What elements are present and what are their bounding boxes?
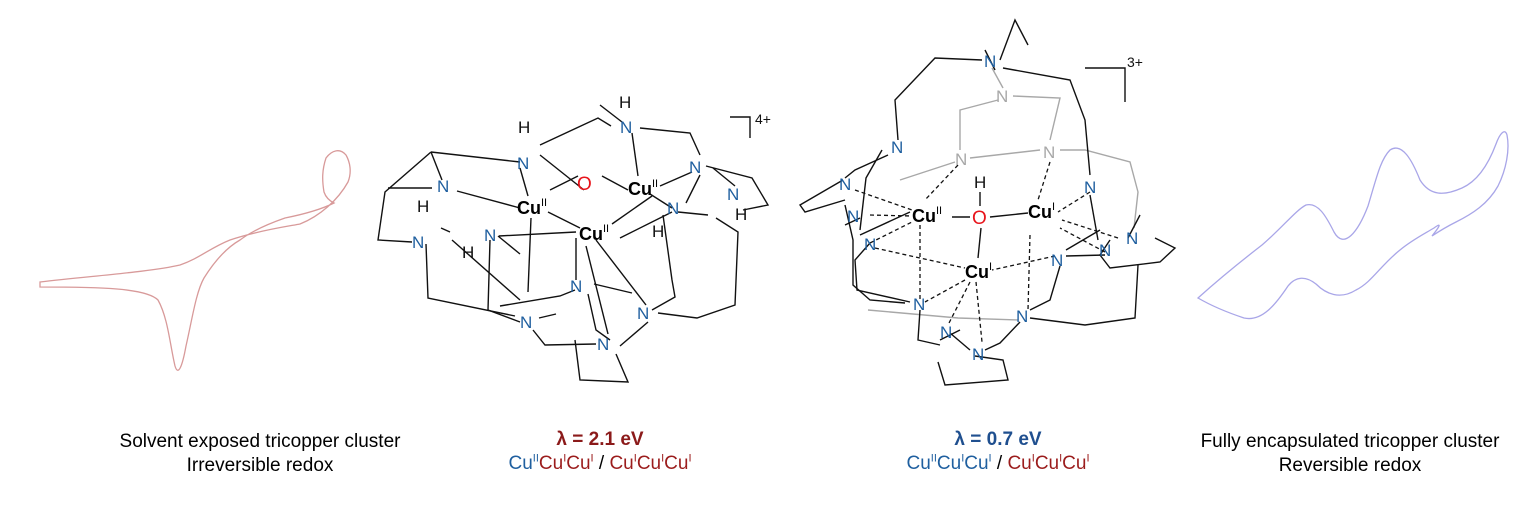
svg-text:N: N bbox=[1099, 241, 1111, 260]
cv-curve-irreversible bbox=[39, 150, 351, 371]
right-complex-dashed-bonds bbox=[854, 161, 1119, 343]
right-hydrogen: H bbox=[974, 173, 986, 192]
svg-text:N: N bbox=[955, 150, 967, 169]
right-cu-1: CuII bbox=[912, 205, 942, 226]
right-nitrogens: N N N N N N N N N N N N N bbox=[839, 52, 1138, 364]
right-caption: Fully encapsulated tricopper cluster Rev… bbox=[1170, 430, 1530, 478]
svg-text:N: N bbox=[984, 52, 996, 71]
svg-text:H: H bbox=[518, 118, 530, 137]
svg-text:H: H bbox=[652, 222, 664, 241]
right-oxygen: O bbox=[972, 208, 987, 229]
svg-text:N: N bbox=[913, 295, 925, 314]
svg-text:N: N bbox=[1043, 143, 1055, 162]
left-cu-2: CuII bbox=[628, 178, 658, 199]
right-caption-subtitle: Reversible redox bbox=[1278, 455, 1422, 476]
svg-text:N: N bbox=[864, 235, 876, 254]
svg-text:N: N bbox=[437, 177, 449, 196]
svg-text:N: N bbox=[891, 138, 903, 157]
svg-text:N: N bbox=[996, 87, 1008, 106]
right-redox-couple: CuIICuICuI / CuICuICuI bbox=[906, 452, 1090, 474]
right-complex-ou-bonds bbox=[952, 212, 1029, 259]
left-caption: Solvent exposed tricopper cluster Irreve… bbox=[80, 430, 440, 478]
svg-text:N: N bbox=[637, 304, 649, 323]
svg-text:H: H bbox=[417, 197, 429, 216]
left-oxygen: O bbox=[577, 174, 592, 195]
svg-text:N: N bbox=[1126, 229, 1138, 248]
right-cu-2: CuI bbox=[1028, 201, 1055, 222]
left-complex-charge: 4+ bbox=[755, 111, 771, 127]
right-caption-title: Fully encapsulated tricopper cluster bbox=[1200, 431, 1500, 452]
svg-text:N: N bbox=[667, 199, 679, 218]
svg-text:N: N bbox=[620, 118, 632, 137]
svg-text:H: H bbox=[462, 243, 474, 262]
left-cu-3: CuII bbox=[579, 223, 609, 244]
svg-text:N: N bbox=[517, 154, 529, 173]
right-complex-charge: 3+ bbox=[1127, 54, 1143, 70]
right-lambda: λ = 0.7 eV bbox=[954, 429, 1042, 450]
svg-text:N: N bbox=[727, 185, 739, 204]
cv-curve-reversible bbox=[1196, 131, 1509, 320]
svg-text:N: N bbox=[839, 175, 851, 194]
svg-text:N: N bbox=[484, 226, 496, 245]
svg-text:N: N bbox=[1051, 251, 1063, 270]
left-complex-charge-bracket bbox=[730, 116, 751, 138]
svg-text:N: N bbox=[1016, 307, 1028, 326]
left-complex bbox=[377, 104, 770, 383]
left-cu-1: CuII bbox=[517, 197, 547, 218]
right-complex-gray-arm bbox=[867, 67, 1139, 321]
left-lambda: λ = 2.1 eV bbox=[556, 429, 644, 450]
right-gray-nitrogens: N N N bbox=[955, 87, 1055, 169]
left-caption-subtitle: Irreversible redox bbox=[186, 455, 334, 476]
right-energy-label: λ = 0.7 eV CuIICuICuI / CuICuICuI bbox=[868, 428, 1128, 476]
svg-text:N: N bbox=[570, 277, 582, 296]
left-redox-couple: CuIICuICuI / CuICuICuI bbox=[508, 452, 692, 474]
svg-text:N: N bbox=[412, 233, 424, 252]
svg-text:N: N bbox=[689, 158, 701, 177]
right-complex-charge-bracket bbox=[1085, 67, 1126, 102]
left-caption-title: Solvent exposed tricopper cluster bbox=[119, 431, 401, 452]
svg-text:N: N bbox=[520, 313, 532, 332]
svg-text:N: N bbox=[1084, 178, 1096, 197]
right-complex bbox=[798, 18, 1177, 386]
left-hydrogens: H H H H H H bbox=[417, 93, 747, 262]
svg-text:H: H bbox=[619, 93, 631, 112]
svg-text:H: H bbox=[735, 205, 747, 224]
right-cu-3: CuI bbox=[965, 261, 992, 282]
svg-text:N: N bbox=[972, 345, 984, 364]
left-energy-label: λ = 2.1 eV CuIICuICuI / CuICuICuI bbox=[470, 428, 730, 476]
svg-text:N: N bbox=[597, 335, 609, 354]
left-nitrogens: N N N N N N N N N N N N bbox=[412, 118, 739, 354]
svg-text:N: N bbox=[847, 207, 859, 226]
svg-text:N: N bbox=[940, 323, 952, 342]
